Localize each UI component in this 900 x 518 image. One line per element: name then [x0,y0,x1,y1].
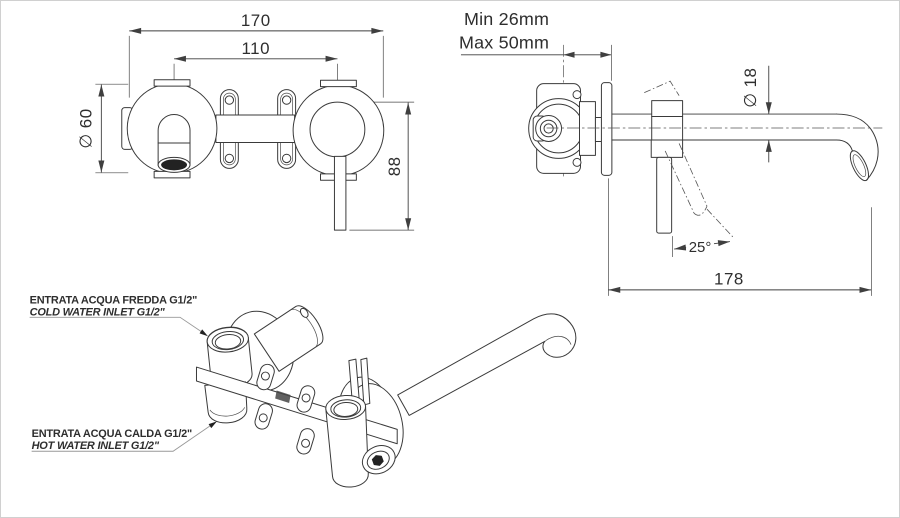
dim-110-label: 110 [242,39,270,58]
wall-depth-max-label: Max 50mm [459,32,549,52]
handle-escutcheon-tab-top [320,79,357,88]
iso-cartridge-cylinder [253,305,324,372]
cold-inlet-label-en: COLD WATER INLET G1/2" [30,306,166,318]
crossbar [215,114,296,143]
dim-178-label: 178 [714,269,744,288]
dim-diameter-60-label: ∅ 60 [76,108,95,148]
iso-spout-tube [397,313,577,416]
wall-depth-min-label: Min 26mm [464,9,549,29]
spout-side [611,113,879,182]
lug-screw-holes [224,95,292,164]
iso-cold-inlet [206,326,253,389]
aerator-face [161,159,188,171]
iso-rail-ears [254,363,316,455]
dim-88-label: 88 [385,156,404,176]
spout-reach-dimension: 178 [608,178,872,296]
handle-lever-front [333,155,347,231]
hot-inlet-callout: ENTRATA ACQUA CALDA G1/2" HOT WATER INLE… [31,421,217,452]
hot-inlet-label-en: HOT WATER INLET G1/2" [32,440,160,452]
iso-spout-connection [325,394,369,488]
dim-diameter-18-label: ∅ 18 [741,68,760,108]
iso-hex-plug [361,445,396,475]
handle-angle-dimension: 25° [672,236,730,258]
cold-inlet-callout: ENTRATA ACQUA FREDDA G1/2" COLD WATER IN… [30,294,208,337]
hot-inlet-label-it: ENTRATA ACQUA CALDA G1/2" [32,428,192,440]
handle-rosette [309,101,366,158]
side-view: 25° ∅ 18 178 Min 26mm Max 50mm [459,9,883,296]
dim-170-label: 170 [241,11,271,30]
wall-flange [600,82,613,176]
handle-open-position-phantom [644,80,735,239]
spout-escutcheon-tab-top [153,79,191,87]
spout-front [157,114,191,173]
cold-inlet-label-it: ENTRATA ACQUA FREDDA G1/2" [30,294,198,306]
spout-diameter-dimension: ∅ 18 [741,65,772,163]
iso-rail-marking [275,390,291,403]
iso-view: ENTRATA ACQUA FREDDA G1/2" COLD WATER IN… [30,294,577,488]
dim-25deg-label: 25° [689,239,712,256]
handle-side [650,100,684,234]
inwall-valve-body [528,83,603,174]
front-view-dimension-lines [98,27,412,231]
front-view: 170 110 ∅ 60 88 [76,11,415,231]
